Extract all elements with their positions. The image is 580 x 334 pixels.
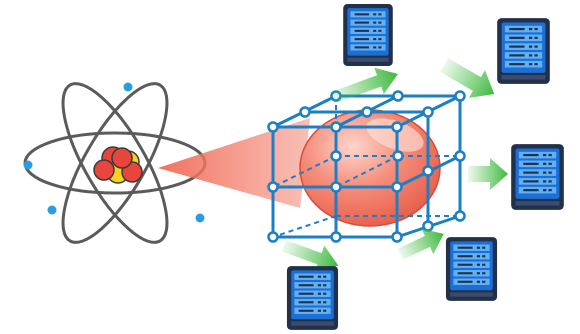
arrow-up-icon [330,67,398,104]
electron-icon [47,205,57,215]
electron-icon [195,213,205,223]
electron-icon [123,82,133,92]
arrow-upper-right-icon [440,58,495,98]
atom-icon [23,82,207,244]
arrow-right-icon [468,158,508,190]
lattice-nodes [267,90,466,243]
server-rack-icon [445,237,498,301]
magnification-beam [158,118,310,208]
arrow-lower-right-icon [397,228,444,260]
server-rack-icon [286,266,339,330]
output-arrows [281,58,508,272]
arrow-down-icon [281,240,339,272]
server-rack-icon [497,18,550,84]
server-rack-icon [511,144,564,210]
electron-icon [23,160,33,170]
nucleus-icon [93,146,143,184]
server-rack-icon [343,4,393,66]
